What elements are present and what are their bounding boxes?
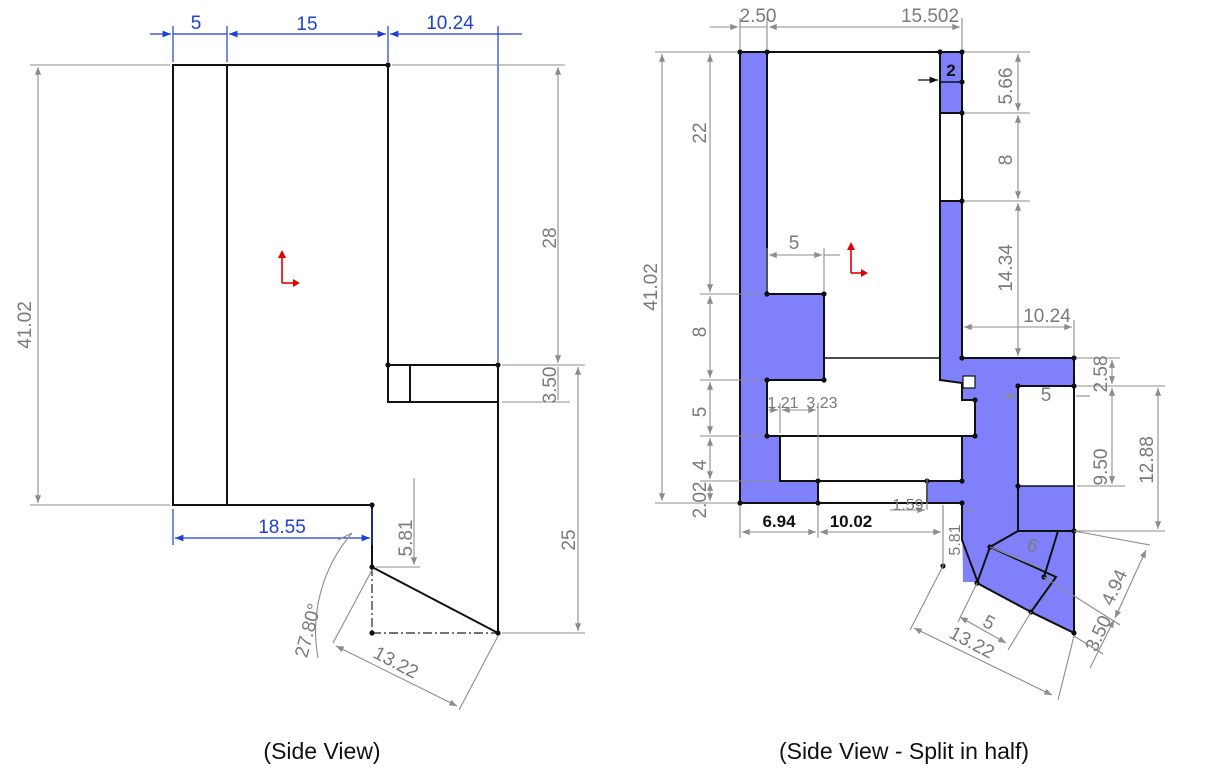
- dim-label-10-24-right: 10.24: [1023, 306, 1071, 327]
- dim-label-4: 4: [690, 459, 711, 470]
- dim-label-15-502: 15.502: [901, 6, 959, 27]
- dim-label-6-94: 6.94: [762, 512, 796, 531]
- dim-drop-5-81: 5.81: [376, 478, 420, 568]
- caption-split-view: (Side View - Split in half): [779, 738, 1029, 764]
- caption-side-view: (Side View): [263, 738, 380, 764]
- dim-right-left-heights: 41.02 22 8 5 4 2.02: [641, 51, 777, 519]
- dim-label-18-55: 18.55: [258, 517, 306, 538]
- dim-slant-13-22: 13.22: [332, 569, 499, 711]
- dim-label-41-02: 41.02: [15, 301, 36, 349]
- dim-label-1-59: 1.59: [892, 497, 923, 514]
- dim-right-heights: 28 3.50 25: [392, 64, 585, 634]
- dim-label-2: 2: [946, 61, 955, 80]
- dim-label-2-02: 2.02: [690, 482, 711, 519]
- dim-right-5-81: 5.81: [942, 505, 964, 566]
- dim-label-8-left: 8: [690, 327, 711, 338]
- dim-right-slanted: 6 4.94 5 13.22 3.50: [909, 530, 1151, 701]
- dim-right-column: 5.66 8 14.34: [965, 51, 1030, 356]
- dim-label-12-88: 12.88: [1137, 436, 1158, 484]
- dim-label-28: 28: [540, 227, 561, 248]
- dim-label-3-50: 3.50: [540, 367, 561, 404]
- dim-label-9-50: 9.50: [1091, 449, 1112, 486]
- dim-label-5-81: 5.81: [396, 520, 417, 557]
- dim-label-5-66: 5.66: [996, 68, 1017, 105]
- dim-bottom-18-55: 18.55: [172, 509, 373, 545]
- dim-right-far: 2.58 12.88 9.50 5: [1001, 356, 1165, 532]
- dim-label-5-slant: 5: [979, 611, 998, 635]
- dim-label-41-02-right: 41.02: [641, 263, 662, 311]
- dim-label-10-02: 10.02: [830, 512, 873, 531]
- dim-label-25: 25: [559, 529, 580, 550]
- dim-right-small-widths: 1.21 3.23: [767, 395, 838, 478]
- dim-label-4-94: 4.94: [1098, 566, 1133, 609]
- dim-label-22: 22: [690, 122, 711, 143]
- dim-right-bottom: 6.94 10.02: [739, 506, 944, 538]
- origin-marker: [278, 250, 300, 287]
- dim-label-13-22: 13.22: [370, 643, 422, 684]
- dim-right-10-24: 10.24: [963, 306, 1075, 355]
- dim-label-5: 5: [191, 13, 202, 34]
- right-part-outline: [737, 49, 1077, 636]
- left-side-view: 5 15 10.24 41.02 28 3.50 25: [15, 13, 585, 764]
- dim-right-top: 2.50 15.502 2: [710, 6, 963, 84]
- dim-label-3-23: 3.23: [806, 395, 837, 412]
- dim-label-1-21: 1.21: [767, 395, 798, 412]
- dim-label-8-right: 8: [996, 155, 1017, 166]
- dim-label-2-58: 2.58: [1091, 356, 1112, 393]
- dim-label-5-81-right: 5.81: [947, 524, 964, 555]
- dim-label-5-right: 5: [1041, 385, 1052, 406]
- dim-label-10-24: 10.24: [426, 13, 474, 34]
- dim-label-27-80: 27.80°: [291, 601, 326, 660]
- dim-label-14-34: 14.34: [996, 244, 1017, 292]
- dim-right-1-59: 1.59: [890, 478, 975, 514]
- dim-label-5-mid: 5: [789, 233, 800, 254]
- right-split-view: 2.50 15.502 2 5.66 8 14.34 10.24: [641, 6, 1165, 764]
- dim-right-5-mid: 5: [766, 233, 840, 291]
- dim-top-widths: 5 15 10.24: [150, 13, 522, 362]
- origin-marker-right: [847, 242, 868, 277]
- dim-label-15: 15: [296, 14, 317, 35]
- left-part-outline: [172, 62, 501, 636]
- dim-angle-27-80: 27.80°: [291, 532, 353, 660]
- section-fill: [740, 52, 1074, 633]
- dim-label-2-50: 2.50: [740, 6, 777, 27]
- dim-height-41-02: 41.02: [15, 64, 170, 506]
- dim-label-5-left: 5: [690, 407, 711, 418]
